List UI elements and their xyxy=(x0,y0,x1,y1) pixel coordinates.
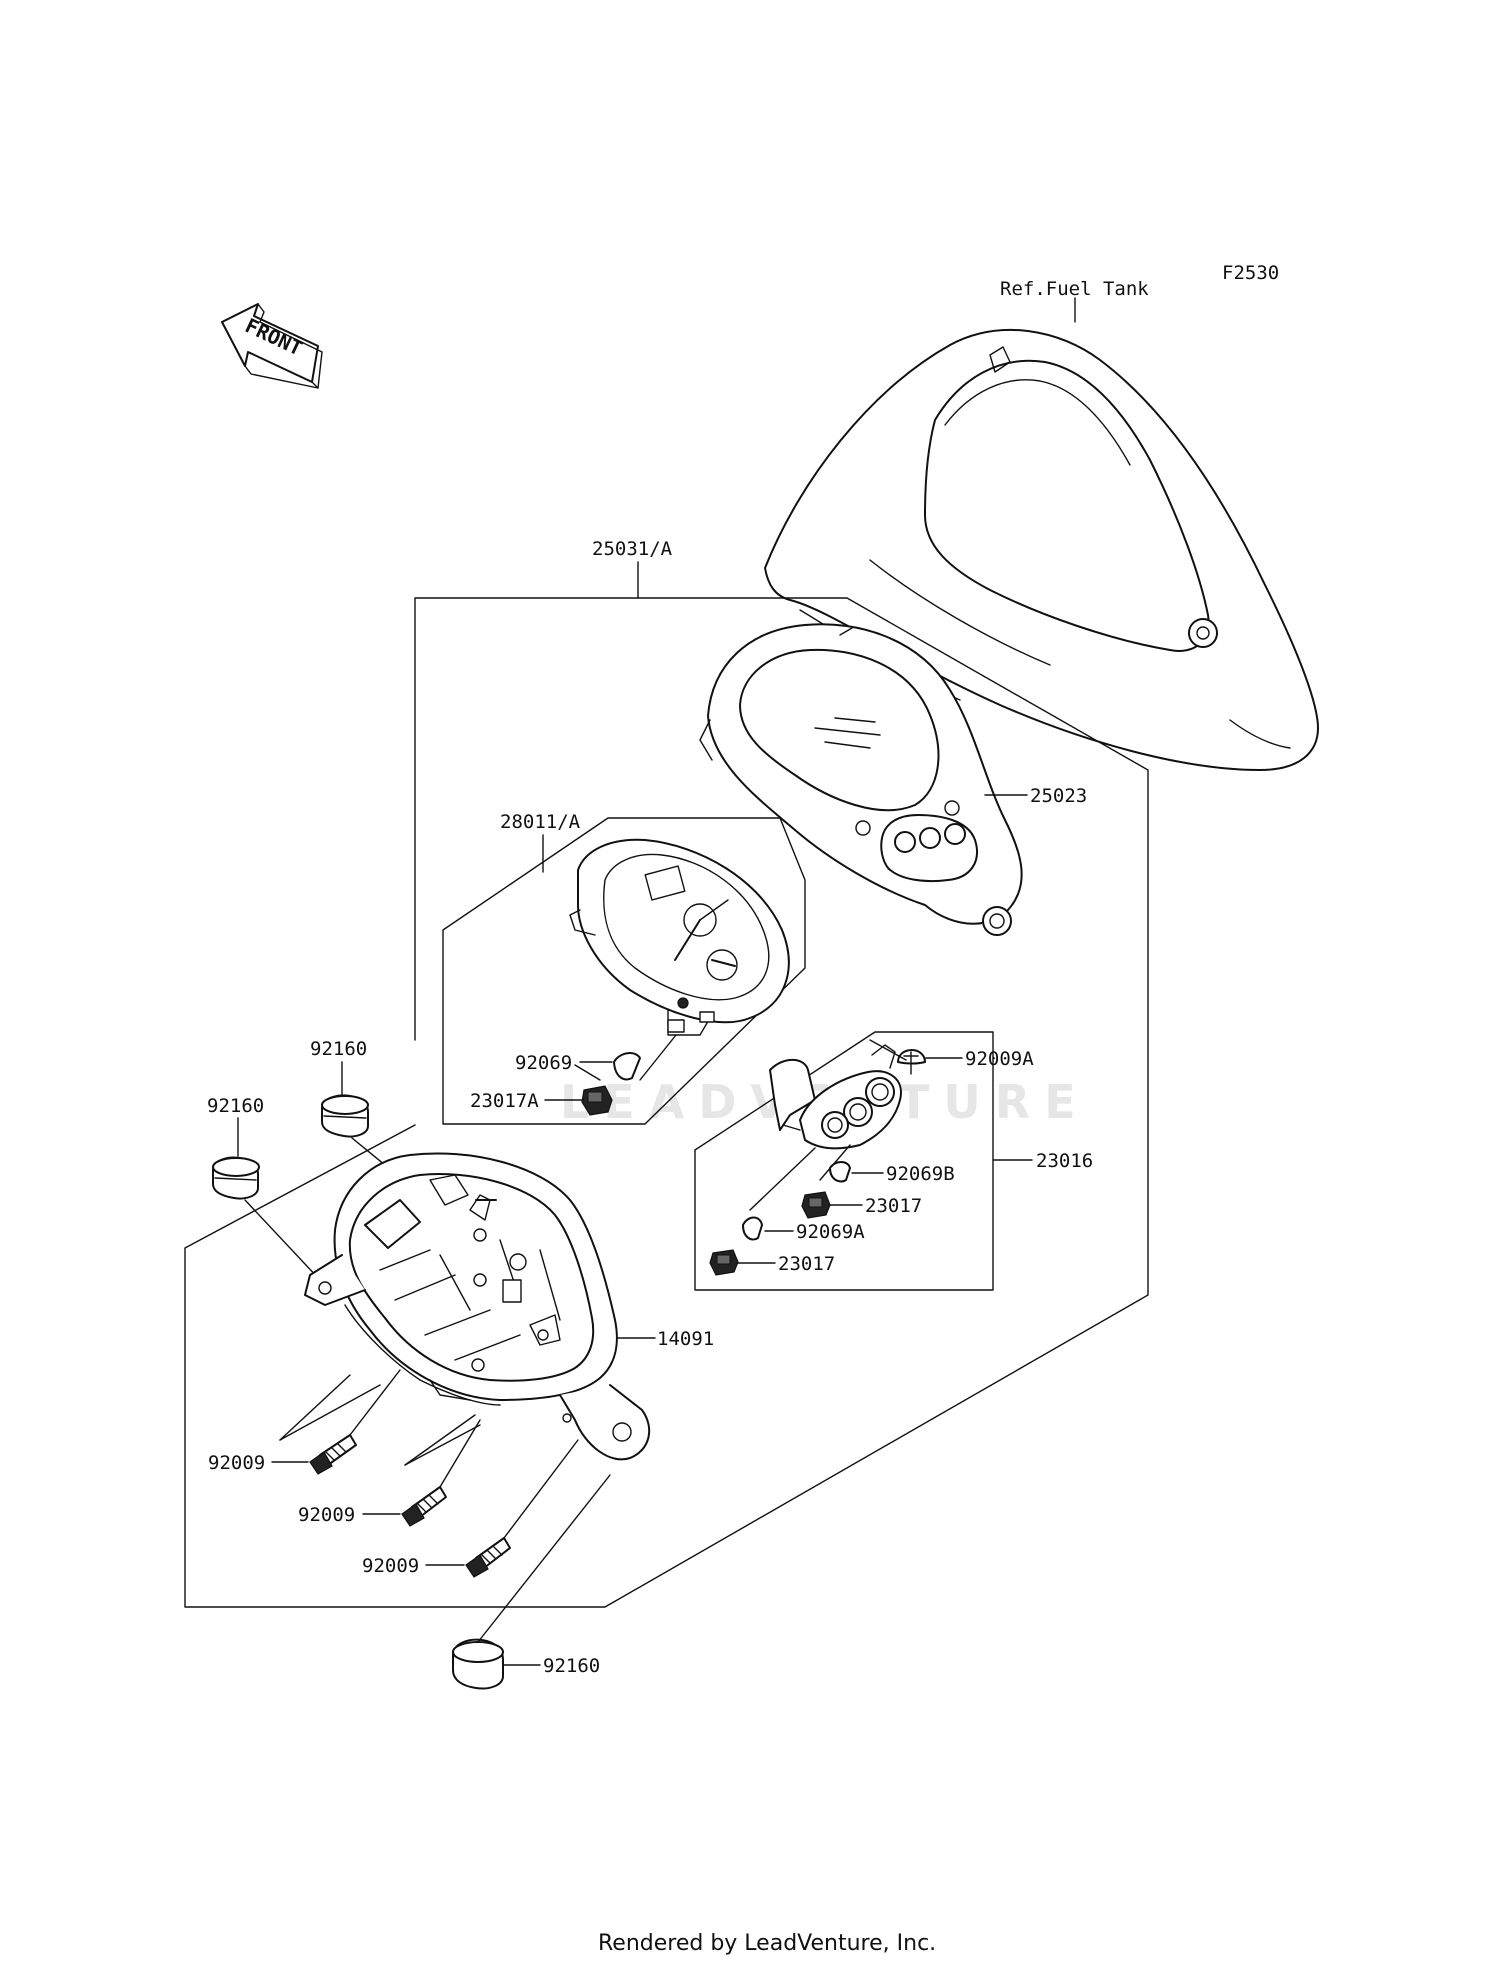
bulb-92069 xyxy=(574,1052,641,1081)
label-92069: 92069 xyxy=(515,1052,572,1074)
screw-92009-2 xyxy=(401,1414,481,1527)
screw-92009-1 xyxy=(279,1369,401,1475)
bulb-92069B xyxy=(829,1161,851,1183)
label-92009-2: 92009 xyxy=(298,1504,355,1526)
fuel-tank-cover xyxy=(764,297,1319,771)
figure-code: F2530 xyxy=(1222,262,1279,284)
label-92009-3: 92009 xyxy=(362,1555,419,1577)
label-92160-left: 92160 xyxy=(207,1095,264,1117)
footer-credit: Rendered by LeadVenture, Inc. xyxy=(598,1931,936,1956)
grommet-92160-left xyxy=(212,1156,321,1281)
meter-cover-25023 xyxy=(699,623,1023,936)
screw-92009A xyxy=(897,1049,926,1075)
label-92160-bottom: 92160 xyxy=(543,1655,600,1677)
label-25031A: 25031/A xyxy=(592,538,673,560)
meter-unit-28011A xyxy=(569,838,790,1081)
label-92069B: 92069B xyxy=(886,1163,955,1185)
front-arrow-icon: FRONT xyxy=(221,303,323,389)
assembly-outline-28011A xyxy=(442,817,806,1125)
assembly-outline-25031A xyxy=(184,597,1149,1608)
label-92069A: 92069A xyxy=(796,1221,865,1243)
label-23017A: 23017A xyxy=(470,1090,539,1112)
screw-92009-3 xyxy=(465,1439,579,1578)
meter-case-14091 xyxy=(304,1152,651,1461)
assembly-outline-23016 xyxy=(694,1031,994,1291)
grommet-92160-top xyxy=(321,1094,386,1166)
label-23017-upper: 23017 xyxy=(865,1195,922,1217)
socket-23017-upper xyxy=(801,1191,831,1219)
label-14091: 14091 xyxy=(657,1328,714,1350)
grommet-92160-bottom xyxy=(452,1474,611,1690)
indicator-bracket-23016 xyxy=(749,1039,907,1211)
label-92009A: 92009A xyxy=(965,1048,1034,1070)
bulb-92069A xyxy=(742,1216,763,1241)
label-92160-top: 92160 xyxy=(310,1038,367,1060)
label-23017-lower: 23017 xyxy=(778,1253,835,1275)
socket-23017A xyxy=(581,1085,613,1116)
label-25023: 25023 xyxy=(1030,785,1087,807)
label-28011A: 28011/A xyxy=(500,811,581,833)
ref-fuel-tank-label: Ref.Fuel Tank xyxy=(1000,278,1149,300)
socket-23017-lower xyxy=(709,1249,739,1276)
label-23016: 23016 xyxy=(1036,1150,1093,1172)
label-92009-1: 92009 xyxy=(208,1452,265,1474)
